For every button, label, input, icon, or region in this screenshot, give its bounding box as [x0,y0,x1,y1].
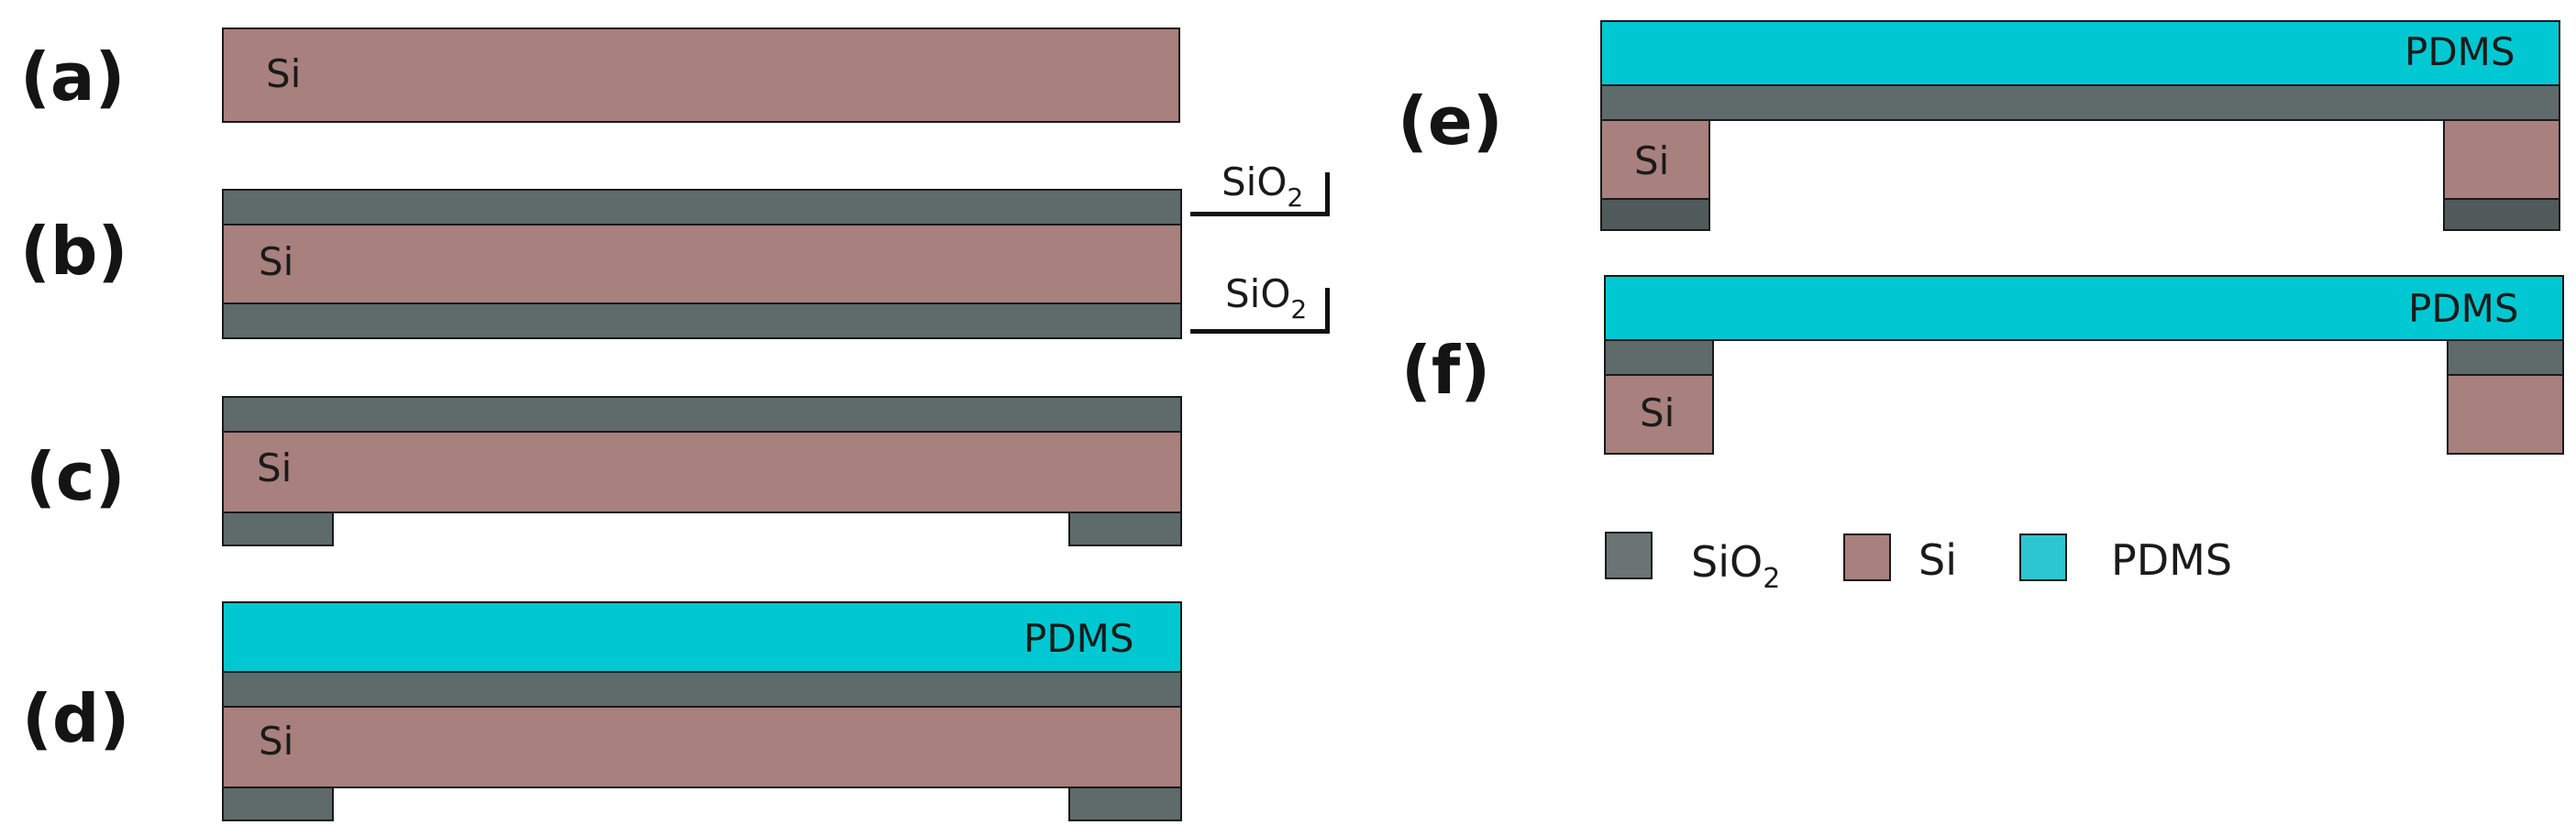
sio2-left-layer [1604,339,1714,376]
sio2-mask-right [1068,786,1182,821]
si-support-right [2447,374,2564,455]
si-layer [222,224,1182,304]
si-label: Si [1634,138,1670,183]
legend-label-sio2-sub: 2 [1763,563,1781,595]
legend-swatch-pdms [2019,534,2067,581]
sio2-right-layer [2447,339,2564,376]
si-layer [222,706,1182,788]
sio2-mask-left [1600,198,1710,231]
pdms-label: PDMS [2408,286,2519,331]
legend-label-si: Si [1918,535,1957,585]
sio2-callout-top: SiO2 [1222,160,1303,211]
sio2-callout-top-sub: 2 [1287,182,1304,213]
sio2-mask-right [1068,512,1182,546]
si-label: Si [259,719,294,764]
sio2-callout-bottom: SiO2 [1225,275,1307,323]
panel-label-d: (d) [22,680,130,757]
legend-label-sio2-text: SiO [1691,537,1763,587]
sio2-bottom-layer [222,302,1182,339]
legend-swatch-sio2 [1605,532,1653,579]
legend-label-pdms: PDMS [2111,535,2233,585]
si-label: Si [1640,390,1675,435]
si-layer [222,431,1182,513]
si-support-left [1604,374,1714,455]
sio2-mask-left [222,786,334,821]
si-support-right [2443,119,2560,200]
panel-label-a: (a) [20,38,126,116]
sio2-bracket-bottom [1190,288,1330,334]
panel-label-c: (c) [26,438,126,515]
sio2-top-layer [222,189,1182,226]
si-label: Si [257,446,293,490]
sio2-callout-bottom-text: SiO [1225,271,1291,316]
sio2-callout-bottom-sub: 2 [1290,294,1308,324]
pdms-layer [1604,275,2564,341]
sio2-callout-top-text: SiO [1222,160,1288,204]
sio2-mask-left [222,512,334,546]
pdms-layer [222,601,1182,673]
sio2-top-layer [1600,84,2560,121]
sio2-top-layer [222,396,1182,433]
panel-label-b: (b) [20,213,128,290]
legend-swatch-si [1843,534,1891,581]
sio2-top-layer [222,671,1182,708]
pdms-label: PDMS [2405,29,2515,74]
si-label: Si [259,239,294,284]
sio2-bracket-top [1190,172,1330,216]
panel-label-e: (e) [1398,82,1503,160]
sio2-mask-right [2443,198,2560,231]
legend-label-sio2: SiO2 [1691,541,1780,593]
pdms-label: PDMS [1023,616,1134,661]
si-layer [222,28,1180,123]
si-label: Si [266,51,302,96]
panel-label-f: (f) [1401,332,1491,409]
